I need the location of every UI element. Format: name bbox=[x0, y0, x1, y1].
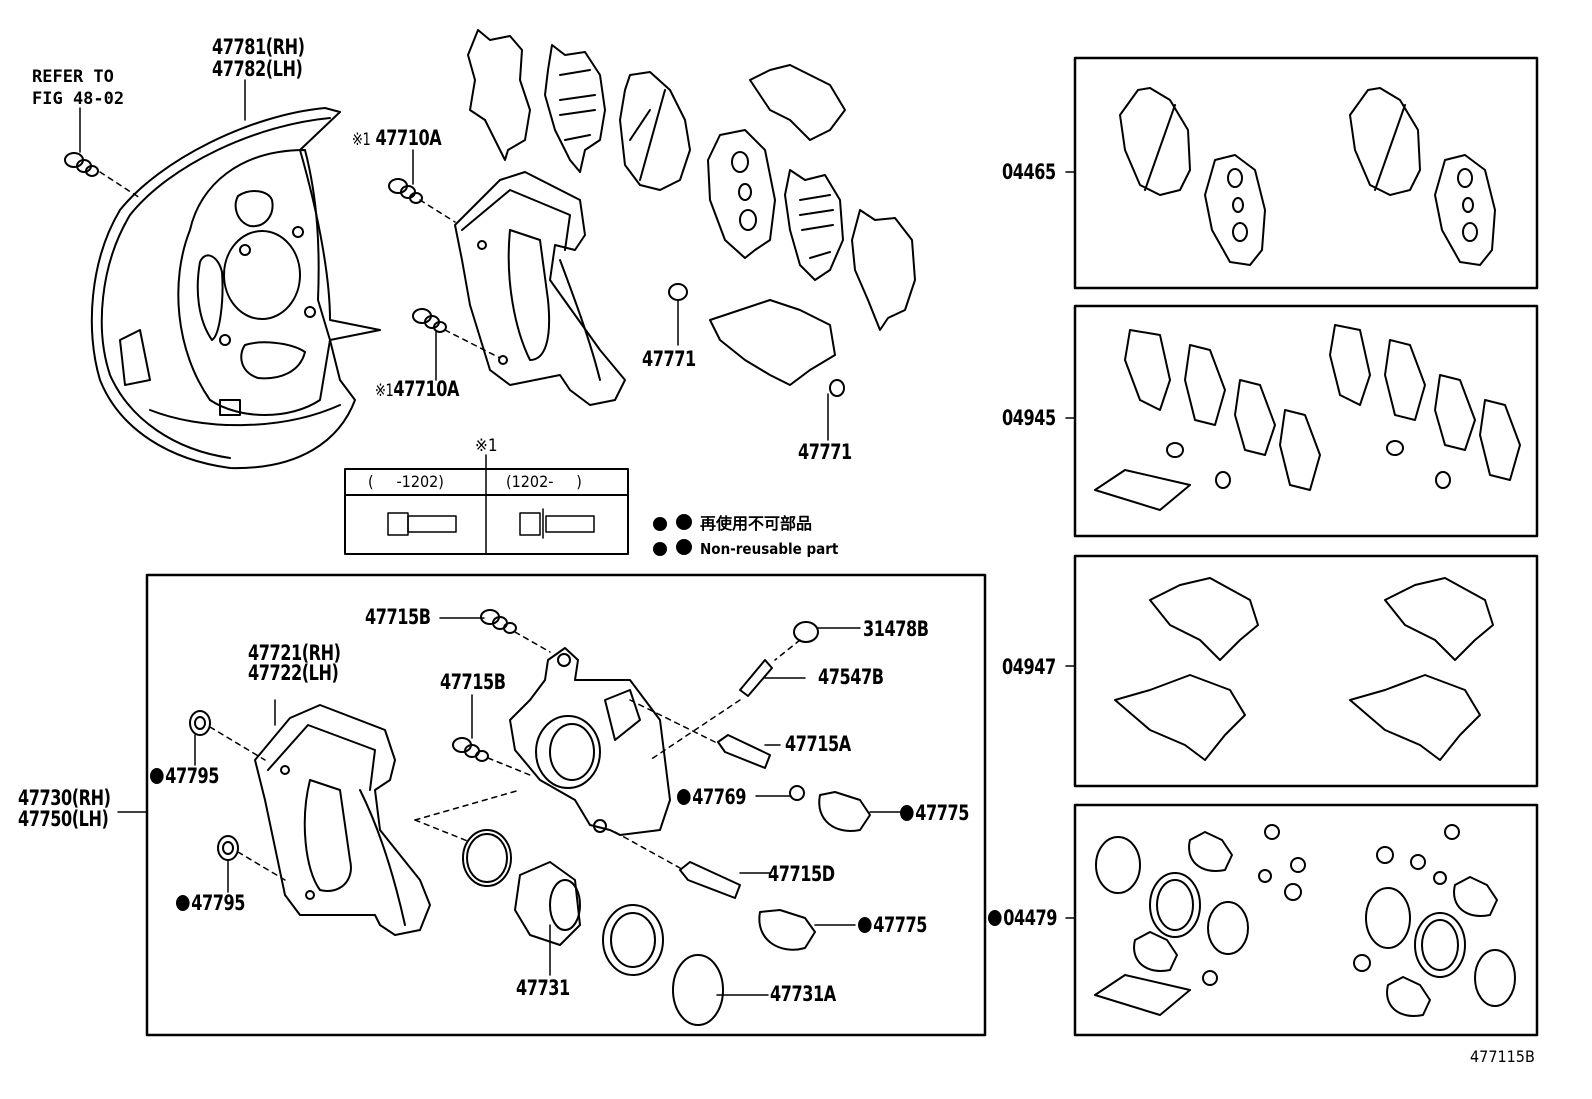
non-reusable-dot-icon bbox=[988, 910, 1002, 926]
upper-mounting-drawing bbox=[454, 171, 626, 406]
reference-label-line2: FIG 48-02 bbox=[32, 89, 125, 109]
caliper-mounting-drawing bbox=[254, 704, 431, 936]
part-label-bolt-b-1[interactable]: 47715B bbox=[365, 605, 431, 629]
kit-frame-04465 bbox=[1073, 56, 1539, 290]
bolt-label-top[interactable]: ※1 47710A bbox=[352, 126, 442, 151]
dust-cover-drawing bbox=[90, 107, 381, 470]
kit-04465-drawing bbox=[1119, 87, 1496, 266]
part-label-mounting-rh[interactable]: 47721(RH) bbox=[248, 641, 341, 665]
part-number: 47710A bbox=[393, 377, 460, 401]
part-label-bushing[interactable]: 47769 bbox=[677, 786, 746, 808]
non-reusable-dot-icon bbox=[677, 789, 691, 805]
part-label-pin-d[interactable]: 47715D bbox=[768, 862, 835, 886]
part-label-caliper-assy-lh[interactable]: 47750(LH) bbox=[18, 807, 109, 831]
bolt-label-bottom[interactable]: ※147710A bbox=[375, 378, 459, 402]
part-label-caliper-assy-rh[interactable]: 47730(RH) bbox=[18, 786, 111, 810]
bolt-table-column-before: ( -1202) bbox=[368, 472, 444, 491]
pads-shims-top-drawing bbox=[467, 29, 916, 397]
kit-label-cylinder-kit[interactable]: 04479 bbox=[988, 907, 1057, 929]
kit-label-pad-kit[interactable]: 04465 bbox=[1002, 160, 1056, 184]
kit-frame-04947 bbox=[1073, 554, 1539, 788]
part-label-clip-2[interactable]: 47771 bbox=[798, 440, 852, 464]
part-number: 47775 bbox=[873, 913, 928, 937]
part-label-washer-1[interactable]: 47795 bbox=[150, 765, 219, 787]
part-label-boot-2[interactable]: 47775 bbox=[858, 914, 927, 936]
caliper-small-parts-drawing bbox=[189, 609, 871, 1026]
bolt-table-frame bbox=[344, 454, 629, 555]
part-label-bleeder-cap[interactable]: 31478B bbox=[863, 617, 929, 641]
part-label-boot-1[interactable]: 47775 bbox=[900, 802, 969, 824]
caliper-body-drawing bbox=[509, 647, 671, 836]
part-number: 47710A bbox=[375, 126, 442, 150]
part-number: 47775 bbox=[915, 801, 970, 825]
part-label-dust-cover-rh[interactable]: 47781(RH) bbox=[212, 35, 305, 59]
note-mark: ※1 bbox=[375, 381, 394, 401]
part-label-pin-a[interactable]: 47715A bbox=[785, 732, 851, 756]
caliper-assembly-frame bbox=[145, 573, 987, 1037]
bolt-table-note-mark: ※1 bbox=[475, 436, 498, 456]
kit-04479-drawing bbox=[1094, 824, 1516, 1017]
non-reusable-dot-icon bbox=[676, 514, 692, 530]
kit-label-support-plate-kit[interactable]: 04947 bbox=[1002, 655, 1056, 679]
part-label-dust-cover-lh[interactable]: 47782(LH) bbox=[212, 57, 303, 81]
part-label-washer-2[interactable]: 47795 bbox=[176, 892, 245, 914]
part-label-clip-1[interactable]: 47771 bbox=[642, 347, 696, 371]
non-reusable-dot-icon bbox=[676, 539, 692, 555]
upper-bolt-drawings bbox=[388, 178, 447, 333]
part-number: 47795 bbox=[191, 891, 246, 915]
part-number: 47769 bbox=[692, 785, 747, 809]
figure-number: 477115B bbox=[1470, 1047, 1535, 1066]
part-label-piston[interactable]: 47731 bbox=[516, 976, 570, 1000]
part-number: 47795 bbox=[165, 764, 220, 788]
reference-label-line1: REFER TO bbox=[32, 67, 114, 87]
note-mark: ※1 bbox=[352, 130, 371, 150]
non-reusable-dot-icon bbox=[858, 917, 872, 933]
kit-frame-04479 bbox=[1073, 803, 1539, 1037]
legend-english: Non-reusable part bbox=[676, 537, 838, 561]
kit-04947-drawing bbox=[1114, 577, 1494, 761]
kit-04945-drawing bbox=[1094, 324, 1521, 511]
non-reusable-dot-icon bbox=[900, 805, 914, 821]
part-number: 04479 bbox=[1003, 906, 1058, 930]
bolt-table-column-after: (1202- ) bbox=[506, 472, 582, 491]
part-label-mounting-lh[interactable]: 47722(LH) bbox=[248, 661, 339, 685]
non-reusable-dot-icon bbox=[150, 768, 164, 784]
non-reusable-dot-icon bbox=[176, 895, 190, 911]
part-label-bleeder-plug[interactable]: 47547B bbox=[818, 665, 884, 689]
reference-bolt-drawing bbox=[64, 152, 99, 177]
legend-japanese: 再使用不可部品 bbox=[676, 512, 812, 536]
kit-label-shim-kit[interactable]: 04945 bbox=[1002, 406, 1056, 430]
part-label-piston-seal[interactable]: 47731A bbox=[770, 982, 836, 1006]
part-label-bolt-b-2[interactable]: 47715B bbox=[440, 670, 506, 694]
kit-frame-04945 bbox=[1073, 304, 1539, 538]
